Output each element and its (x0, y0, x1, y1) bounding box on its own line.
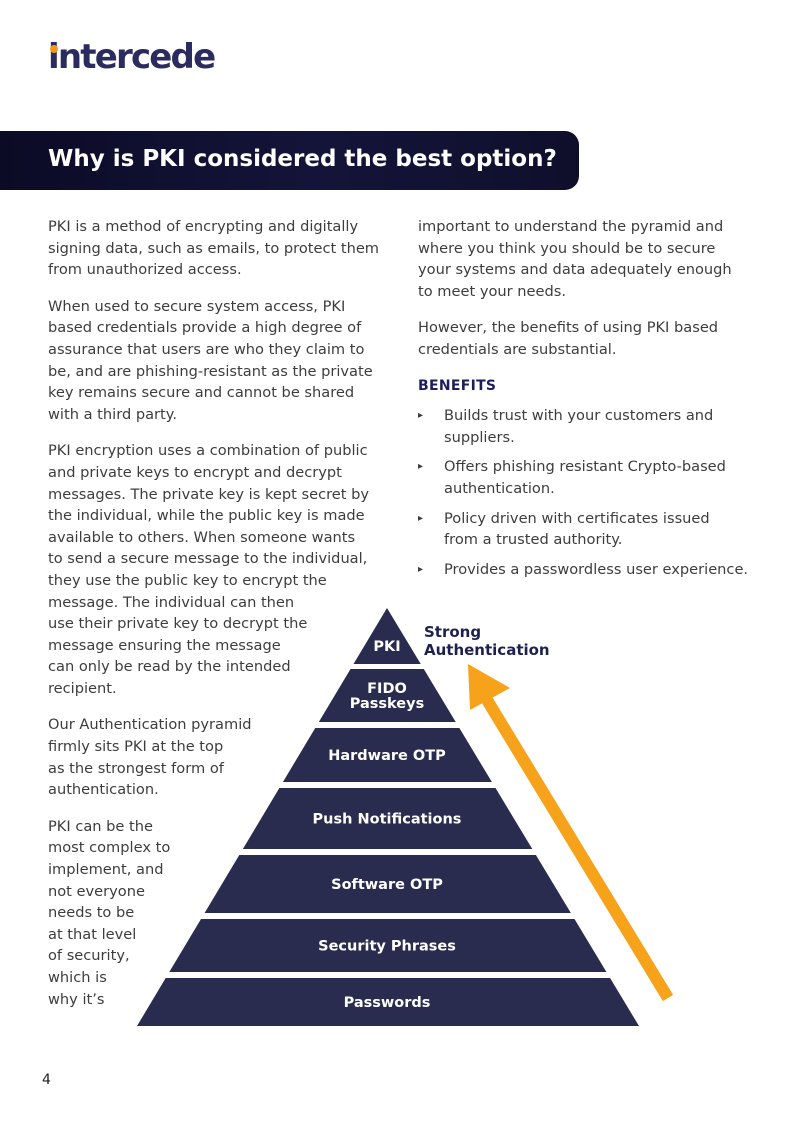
paragraph-encryption: PKI encryption uses a combination of pub… (48, 440, 388, 699)
text-line: at that level (48, 925, 137, 943)
text-line: implement, and (48, 861, 164, 879)
text-line: most complex to (48, 839, 171, 857)
paragraph-understand-pyramid: important to understand the pyramid and w… (418, 216, 758, 302)
text-line: assurance that users are who they claim … (48, 340, 365, 358)
bullet-triangle-icon: ▸ (418, 410, 424, 422)
text-line: key remains secure and cannot be shared (48, 384, 355, 402)
text-line: to send a secure message to the individu… (48, 550, 368, 568)
bullet-triangle-icon: ▸ (418, 512, 424, 524)
intercede-logo: intercede (48, 37, 216, 77)
text-line: of security, (48, 947, 130, 965)
text-line: credentials are substantial. (418, 340, 617, 358)
text-line: your systems and data adequately enough (418, 261, 732, 279)
logo-dot-icon (50, 45, 58, 53)
text-line: which is (48, 969, 107, 986)
text-line: they use the public key to encrypt the (48, 571, 327, 589)
text-line: firmly sits PKI at the top (48, 738, 224, 756)
text-line: with a third party. (48, 405, 177, 423)
benefits-list: ▸ Builds trust with your customers and sup… (418, 405, 758, 580)
benefits-heading: BENEFITS (418, 377, 497, 394)
text-line: When used to secure system access, PKI (48, 297, 346, 315)
section-banner: Why is PKI considered the best option? (0, 131, 579, 190)
strength-arrow-icon (468, 664, 674, 1002)
benefit-item: ▸ Builds trust with your customers and sup… (418, 405, 758, 448)
logo-wordmark: intercede (48, 37, 216, 77)
benefit-text: Builds trust with your customers and (444, 407, 714, 425)
section-title: Why is PKI considered the best option? (48, 146, 557, 172)
text-line: where you think you should be to secure (418, 239, 716, 257)
text-line: use their private key to decrypt the (48, 615, 308, 633)
paragraph-pki-definition: PKI is a method of encrypting and digita… (48, 216, 388, 281)
benefit-text: authentication. (444, 479, 555, 497)
paragraph-complexity: PKI can be the most complex to implement, … (48, 816, 388, 1010)
text-line: to meet your needs. (418, 282, 566, 300)
benefit-text: from a trusted authority. (444, 531, 623, 549)
text-line: message. The individual can then (48, 593, 295, 611)
text-line: based credentials provide a high degree … (48, 319, 362, 337)
benefit-item: ▸ Provides a passwordless user experience… (418, 559, 758, 581)
text-line: from unauthorized access. (48, 261, 242, 279)
text-line: PKI can be the (48, 817, 153, 835)
text-line: as the strongest form of (48, 759, 224, 777)
text-line: Our Authentication pyramid (48, 716, 252, 734)
strong-label-line: Authentication (424, 641, 550, 659)
benefit-text: suppliers. (444, 428, 515, 446)
benefit-text: Policy driven with certificates issued (444, 509, 710, 527)
text-line: available to others. When someone wants (48, 528, 356, 546)
text-line: authentication. (48, 781, 159, 799)
text-line: can only be read by the intended (48, 658, 291, 676)
text-line: messages. The private key is kept secret… (48, 485, 370, 503)
bullet-triangle-icon: ▸ (418, 563, 424, 575)
text-line: needs to be (48, 904, 135, 922)
text-line: signing data, such as emails, to protect… (48, 239, 380, 257)
right-column: important to understand the pyramid and w… (418, 216, 758, 588)
text-line: and private keys to encrypt and decrypt (48, 463, 342, 481)
bullet-triangle-icon: ▸ (418, 461, 424, 473)
benefit-item: ▸ Offers phishing resistant Crypto-based a… (418, 456, 758, 499)
paragraph-system-access: When used to secure system access, PKI ba… (48, 296, 388, 426)
page-number: 4 (42, 1072, 51, 1088)
text-line: However, the benefits of using PKI based (418, 319, 719, 337)
strong-label-line: Strong (424, 623, 481, 641)
text-line: message ensuring the message (48, 636, 281, 654)
benefit-item: ▸ Policy driven with certificates issued f… (418, 508, 758, 551)
paragraph-pyramid-intro: Our Authentication pyramid firmly sits PK… (48, 714, 388, 800)
benefit-text: Offers phishing resistant Crypto-based (444, 458, 726, 476)
text-line: PKI is a method of encrypting and digita… (48, 218, 359, 235)
left-column: PKI is a method of encrypting and digita… (48, 216, 388, 1025)
text-line: why it’s (48, 990, 105, 1008)
benefit-text: Provides a passwordless user experience. (444, 560, 749, 578)
text-line: the individual, while the public key is … (48, 507, 365, 525)
text-line: PKI encryption uses a combination of pub… (48, 442, 368, 460)
text-line: be, and are phishing-resistant as the pr… (48, 362, 373, 380)
paragraph-benefits-intro: However, the benefits of using PKI based… (418, 317, 758, 360)
text-line: recipient. (48, 679, 117, 697)
text-line: important to understand the pyramid and (418, 218, 724, 235)
text-line: not everyone (48, 882, 145, 900)
